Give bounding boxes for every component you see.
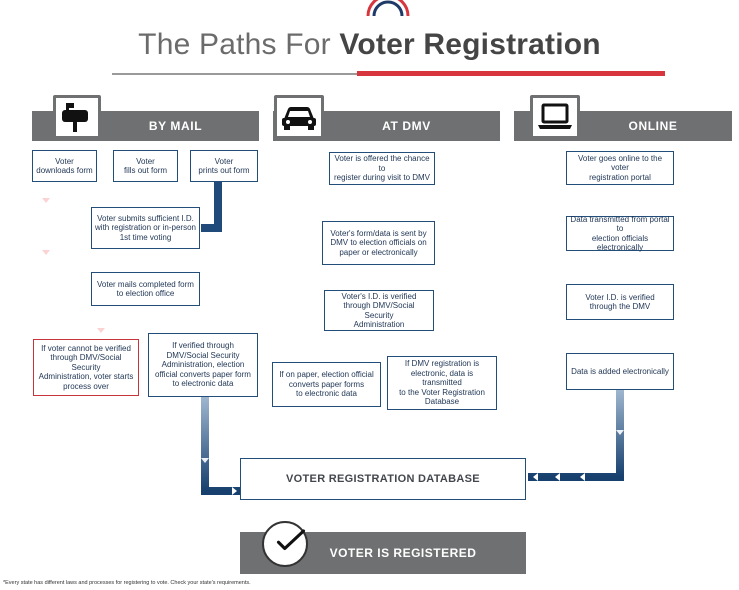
dmv-offered-box: Voter is offered the chance to register … — [329, 152, 435, 185]
car-icon — [274, 95, 324, 139]
voter-registration-database: VOTER REGISTRATION DATABASE — [240, 458, 526, 500]
footnote: *Every state has different laws and proc… — [3, 580, 251, 586]
online-verified-box: Voter I.D. is verified through the DMV — [566, 284, 674, 320]
title-bold: Voter Registration — [339, 28, 601, 61]
mail-mails-box: Voter mails completed form to election o… — [91, 272, 200, 306]
logo-arc-icon — [366, 0, 410, 17]
dmv-sent-box: Voter's form/data is sent by DMV to elec… — [322, 221, 435, 265]
arrow-prints-submits — [201, 180, 222, 232]
banner-by-mail-label: BY MAIL — [148, 119, 203, 133]
online-goes-online-box: Voter goes online to the voter registrat… — [566, 151, 674, 185]
voter-registered-label: VOTER IS REGISTERED — [329, 546, 477, 560]
arrow-online-db — [528, 390, 624, 481]
title-rule-gray — [112, 73, 357, 75]
banner-at-dmv-label: AT DMV — [382, 119, 431, 133]
mail-download-box: Voter downloads form — [32, 150, 97, 182]
checkmark-icon — [262, 521, 308, 567]
mail-submits-box: Voter submits sufficient I.D. with regis… — [91, 207, 200, 249]
title-light: The Paths For — [138, 28, 331, 61]
page-title: The Paths For Voter Registration — [0, 28, 739, 62]
online-added-box: Data is added electronically — [566, 353, 674, 390]
mailbox-icon — [53, 95, 101, 139]
banner-online-label: ONLINE — [628, 119, 678, 133]
mail-not-verified-box: If voter cannot be verified through DMV/… — [33, 339, 139, 396]
dmv-paper-box: If on paper, election official converts … — [272, 362, 381, 407]
dmv-electronic-box: If DMV registration is electronic, data … — [387, 356, 497, 410]
mail-prints-box: Voter prints out form — [190, 150, 258, 182]
dmv-verified-box: Voter's I.D. is verified through DMV/Soc… — [324, 290, 434, 331]
laptop-icon — [530, 95, 580, 139]
mail-fills-box: Voter fills out form — [113, 150, 178, 182]
title-rule-red — [357, 71, 665, 76]
arrow-mailverified-db — [201, 397, 244, 495]
online-transmitted-box: Data transmitted from portal to election… — [566, 215, 674, 252]
mail-verified-box: If verified through DMV/Social Security … — [148, 333, 258, 397]
